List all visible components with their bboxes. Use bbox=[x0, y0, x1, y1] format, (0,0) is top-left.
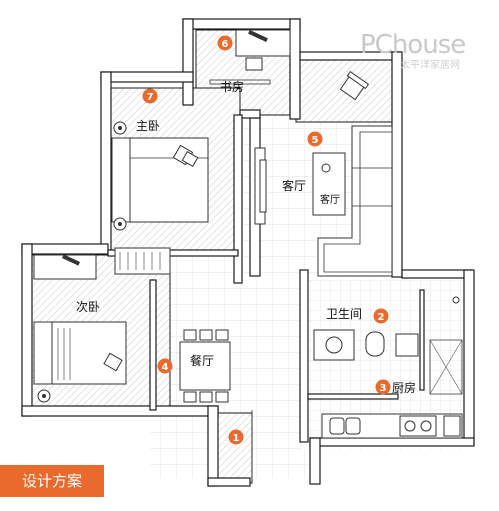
sofa bbox=[317, 125, 393, 277]
walls bbox=[21, 18, 475, 487]
bathroom-fixtures bbox=[313, 296, 463, 395]
badge-7 bbox=[142, 88, 158, 104]
badge-6 bbox=[217, 35, 233, 51]
coffee-table-plant-icon bbox=[321, 163, 331, 173]
caption-banner: 设计方案 bbox=[0, 465, 104, 497]
room-badges: 1 2 3 4 5 6 7 bbox=[142, 35, 391, 445]
badge-5 bbox=[307, 131, 323, 147]
kitchen-fixtures bbox=[321, 413, 463, 439]
tv-cabinet bbox=[254, 147, 267, 225]
svg-text:3: 3 bbox=[380, 383, 387, 394]
study-furniture bbox=[209, 29, 291, 85]
room-label-living: 客厅 bbox=[282, 178, 306, 193]
brand-watermark: PChouse bbox=[360, 30, 466, 60]
svg-text:7: 7 bbox=[147, 92, 154, 103]
room-label-bathroom: 卫生间 bbox=[326, 307, 362, 321]
badge-1 bbox=[228, 429, 244, 445]
room-label-kitchen: 厨房 bbox=[392, 380, 416, 395]
brand-watermark-sub: 太平洋家居网 bbox=[400, 60, 460, 71]
svg-text:2: 2 bbox=[378, 312, 385, 323]
svg-text:6: 6 bbox=[222, 39, 229, 50]
room-label-dining: 餐厅 bbox=[190, 353, 214, 368]
badge-3 bbox=[375, 379, 391, 395]
room-label-master-bedroom: 主卧 bbox=[136, 119, 160, 133]
room-label-second-bedroom: 次卧 bbox=[76, 300, 100, 314]
svg-text:4: 4 bbox=[162, 362, 169, 373]
svg-text:5: 5 bbox=[312, 135, 319, 146]
badge-2 bbox=[373, 308, 389, 324]
svg-text:1: 1 bbox=[233, 433, 240, 444]
entry-floor bbox=[217, 412, 253, 484]
second-bedroom-furniture bbox=[33, 254, 127, 403]
badge-4 bbox=[157, 358, 173, 374]
room-label-study: 书房 bbox=[220, 79, 244, 94]
dining-set bbox=[179, 329, 231, 403]
coffee-table bbox=[312, 152, 346, 216]
balcony-chair bbox=[339, 70, 370, 101]
coffee-table-label: 客厅 bbox=[320, 193, 340, 206]
master-bedroom-furniture bbox=[111, 121, 209, 275]
